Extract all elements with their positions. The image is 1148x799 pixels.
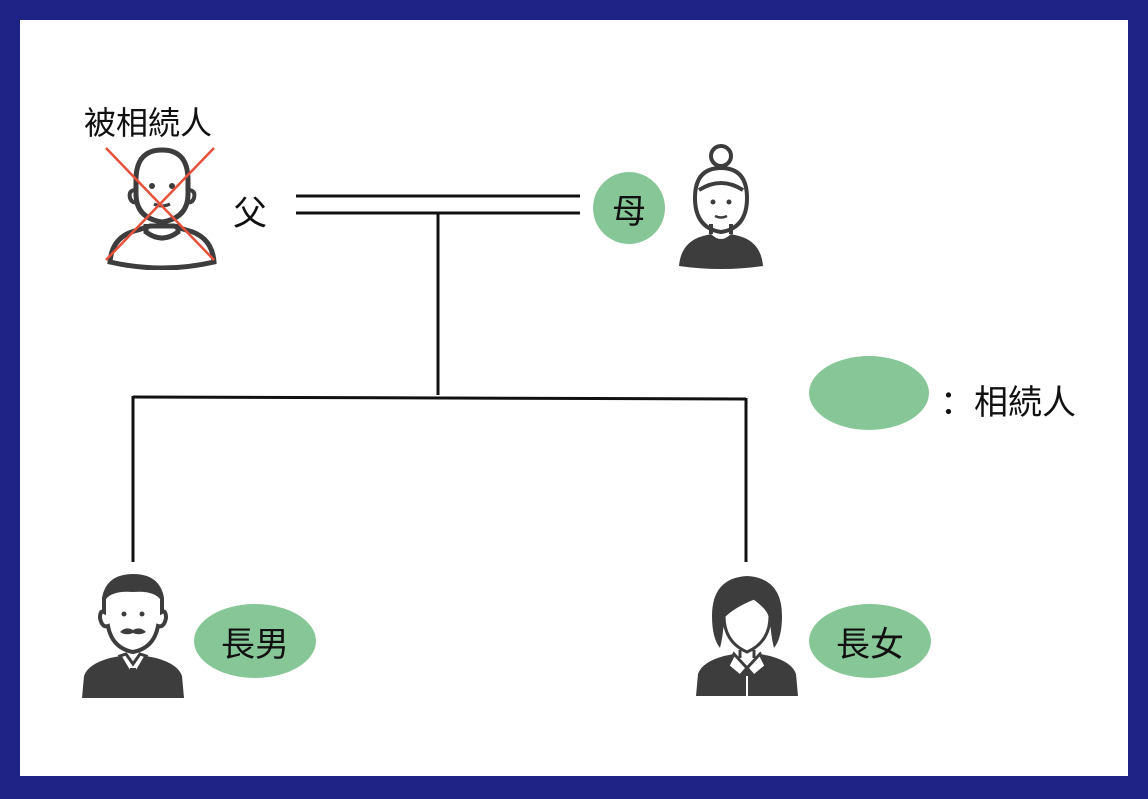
mother-heir-badge: 母 xyxy=(593,172,665,244)
legend-label: ：相続人 xyxy=(940,383,1076,423)
old-man-icon xyxy=(107,147,217,270)
man-icon xyxy=(82,573,184,698)
deceased-label: 被相続人 xyxy=(84,104,213,142)
woman-icon xyxy=(696,576,798,696)
cross-mark-icon xyxy=(105,147,215,261)
eldest-daughter-heir-badge: 長女 xyxy=(809,604,931,678)
eldest-son-heir-badge: 長男 xyxy=(194,604,316,678)
old-woman-icon xyxy=(679,144,763,269)
father-label: 父 xyxy=(233,194,267,234)
diagram-canvas: 被相続人 父 母 xyxy=(20,20,1128,776)
legend-heir-swatch xyxy=(809,356,929,430)
sibling-line xyxy=(132,395,747,401)
family-tree-lines xyxy=(131,194,748,562)
